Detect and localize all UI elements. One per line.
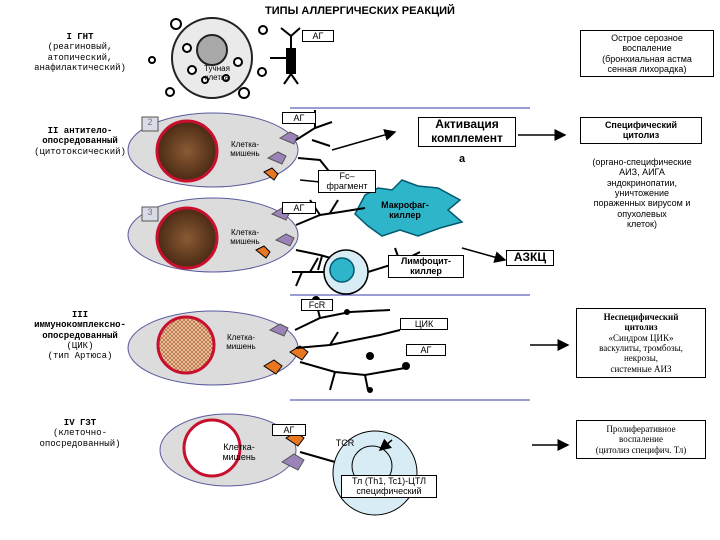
badge-box — [141, 206, 159, 222]
immune-complex-branches — [294, 301, 406, 391]
tcr-arrow — [378, 438, 393, 451]
target-nucleus-3 — [156, 315, 216, 375]
type3-label: III иммунокомплексно- опосредованный (ЦИ… — [34, 310, 126, 362]
type4-label: IV ГЗТ (клеточно- опосредованный) — [39, 418, 121, 449]
outcome-type1: Острое серозное воспаление (бронхиальная… — [580, 30, 714, 78]
outcome-type4: Пролиферативное воспаление (цитолиз спец… — [576, 420, 706, 460]
antibody — [270, 27, 301, 85]
receptor — [278, 131, 299, 145]
target-cell-3-label: Клетка- мишень — [226, 333, 256, 352]
antigen-label: АГ — [302, 30, 334, 43]
type1-label: I ГНТ (реагиновый, атопический, анафилак… — [34, 32, 126, 74]
badge-a: 2 — [147, 117, 153, 127]
granule — [222, 74, 230, 82]
target-cell-2-label: Клетка- мишень — [230, 228, 260, 247]
released-granule — [165, 87, 175, 97]
granule — [233, 57, 243, 67]
target-nucleus-1 — [155, 119, 219, 183]
receptor — [274, 233, 295, 247]
complement-activation-suffix: а — [458, 153, 466, 165]
adcc-label: АЗКЦ — [506, 250, 554, 266]
mast-cell-nucleus — [196, 34, 228, 66]
antigen-marker — [263, 359, 283, 375]
receptor — [268, 323, 289, 337]
tcr-line — [299, 451, 336, 463]
lymphocyte-group — [292, 247, 507, 295]
badge-box — [141, 116, 159, 132]
type3-group — [127, 296, 410, 393]
tcr-label: TCR — [335, 438, 355, 448]
immune-complex-dot — [344, 309, 350, 315]
macrophage-label: Макрофаг- киллер — [381, 200, 429, 221]
released-granule — [257, 67, 267, 77]
outcome-type2-header: Специфический цитолиз — [580, 117, 702, 144]
antigen-label: АГ — [282, 112, 316, 125]
t-lymphocyte-label: Тл (Th1, Tc1)-ЦТЛ специфический — [341, 475, 437, 498]
ige-receptor — [286, 48, 296, 74]
receptor — [281, 453, 305, 471]
released-granule — [148, 56, 156, 64]
type2-label: II антитело- опосредованный (цитотоксиче… — [34, 126, 126, 157]
diagram-title: ТИПЫ АЛЛЕРГИЧЕСКИХ РЕАКЦИЙ — [265, 5, 455, 17]
mast-cell-label: Тучная клетка — [204, 64, 230, 83]
outcome-type2-details: (органо-специфические АИЗ, АИГА эндокрин… — [592, 157, 692, 230]
outcome-type3: Неспецифический цитолиз «Синдром ЦИК» ва… — [576, 308, 706, 379]
lymphocyte-nucleus — [329, 257, 355, 283]
antigen-label: АГ — [272, 424, 306, 437]
lymphocyte-killer-label: Лимфоцит- киллер — [388, 255, 464, 278]
target-cell-1-label: Клетка- мишень — [230, 140, 260, 159]
granule — [182, 43, 192, 53]
released-granule — [258, 25, 268, 35]
complement-activation-label: Активация комплемент — [418, 117, 516, 147]
granule — [187, 65, 197, 75]
target-cell-4-label: Клетка- мишень — [222, 442, 256, 463]
antigen-marker — [263, 167, 279, 181]
target-nucleus-2 — [155, 206, 219, 270]
macrophage — [354, 179, 464, 237]
outcome-arrows — [518, 129, 570, 451]
fcr-label: FcR — [301, 299, 333, 312]
complement-arrow — [331, 129, 397, 151]
released-granule — [238, 87, 250, 99]
type2-macrophage-group — [127, 177, 464, 273]
immune-complex-label: ЦИК — [400, 318, 448, 331]
receptor — [266, 151, 287, 165]
antigen-label: АГ — [282, 202, 316, 215]
mast-cell-group — [148, 17, 301, 99]
adcc-arrow — [461, 247, 507, 263]
type2-complement-group — [127, 110, 397, 188]
immune-complex-dot — [402, 362, 410, 370]
section-dividers — [290, 107, 530, 401]
immune-complex-dot — [366, 352, 374, 360]
antigen-label: АГ — [406, 344, 446, 357]
granule — [201, 76, 209, 84]
target-cell-4-ring — [182, 418, 242, 478]
immune-complex-dot — [367, 387, 373, 393]
badge-b: 3 — [147, 207, 153, 217]
antigen-marker — [255, 245, 271, 259]
released-granule — [170, 18, 182, 30]
fc-fragment-label: Fc– фрагмент — [318, 170, 376, 193]
